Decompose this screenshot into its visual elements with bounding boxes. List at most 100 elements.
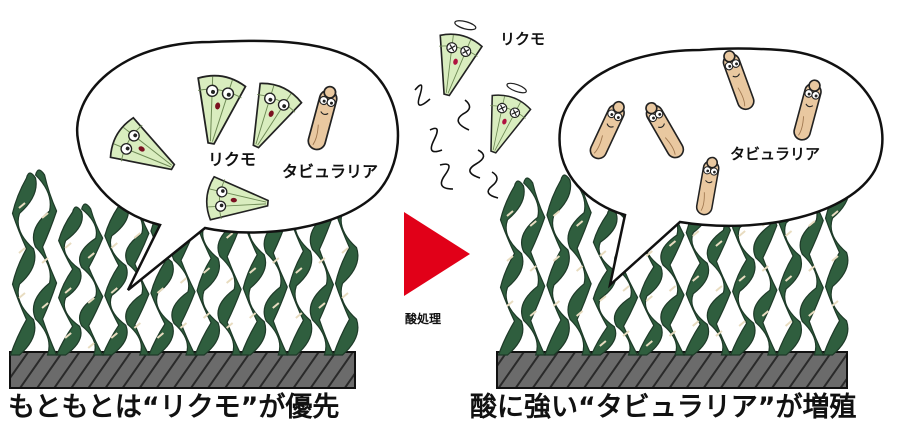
diatom-speck	[784, 230, 793, 237]
diatom-speck	[133, 232, 141, 239]
seaweed-blade	[567, 171, 593, 356]
substrate-left	[9, 351, 356, 389]
diatom-speck	[692, 275, 700, 282]
diatom-speck	[761, 265, 769, 272]
substrate-right	[496, 351, 848, 389]
seaweed-blade	[55, 206, 83, 356]
diatom-speck	[599, 295, 607, 302]
diatom-speck	[202, 267, 211, 274]
diatom-speck	[226, 322, 234, 329]
rikumo-organism	[439, 20, 484, 97]
diatom-speck	[506, 210, 514, 217]
rikumo-label-left: リクモ	[208, 150, 257, 169]
diatom-speck	[110, 242, 118, 249]
rikumo-organism	[109, 116, 176, 171]
squiggle-lines	[414, 84, 499, 199]
diatom-speck	[249, 312, 257, 319]
diatom-speck	[715, 285, 723, 292]
diatom-speck	[692, 230, 700, 237]
diatom-speck	[41, 257, 49, 264]
diatom-speck	[295, 267, 303, 274]
diatom-speck	[18, 247, 26, 254]
tabularia-label-right: タビュラリア	[730, 145, 821, 163]
rikumo-label-mid: リクモ	[500, 30, 546, 48]
halo-icon	[506, 82, 527, 94]
diatom-speck	[668, 330, 677, 337]
diatom-speck	[576, 265, 584, 272]
diatom-speck	[110, 287, 118, 294]
process-arrow	[404, 212, 470, 296]
diatom-speck	[341, 247, 349, 254]
diatom-speck	[87, 297, 95, 304]
diatom-speck	[18, 292, 26, 299]
diatom-speck	[529, 220, 537, 227]
seaweed-blade	[544, 174, 572, 356]
diatom-speck	[552, 300, 561, 307]
diatom-speck	[87, 252, 95, 259]
diatom-speck	[738, 275, 746, 282]
diatom-speck	[599, 340, 607, 347]
diatom-speck	[506, 255, 514, 262]
diatom-speck	[808, 265, 816, 272]
diatom-speck	[552, 210, 561, 217]
diatom-speck	[668, 240, 677, 247]
diatom-speck	[738, 320, 746, 327]
diatom-speck	[18, 202, 26, 209]
diatom-speck	[249, 267, 257, 274]
caption-right: 酸に強い“タビュラリア”が増殖	[470, 392, 857, 423]
diatom-speck	[622, 285, 630, 292]
diatom-speck	[179, 277, 188, 284]
diatom-speck	[645, 340, 653, 347]
acid-treatment-label: 酸処理	[405, 312, 442, 326]
diatom-speck	[529, 265, 537, 272]
tabularia-organism	[589, 100, 625, 160]
diatom-speck	[808, 220, 816, 227]
diatom-speck	[110, 332, 118, 339]
rikumo-organism	[197, 74, 247, 145]
tabularia-organism	[307, 85, 338, 151]
organisms-layer	[109, 20, 822, 221]
seaweed-blade	[101, 200, 130, 356]
caption-left: もともとは“リクモ”が優先	[8, 392, 340, 423]
diatom-speck	[506, 300, 514, 307]
diatom-speck	[156, 332, 165, 339]
seaweed-blade	[497, 180, 525, 356]
diatom-speck	[761, 310, 769, 317]
halo-icon	[454, 20, 477, 31]
seaweed-blade	[78, 203, 104, 356]
seaweed-blade	[520, 177, 546, 356]
diatom-speck	[784, 275, 793, 282]
diatom-speck	[341, 292, 349, 299]
diatom-speck	[87, 342, 95, 349]
rikumo-organism	[252, 82, 303, 149]
diatom-speck	[133, 322, 141, 329]
diatom-speck	[552, 255, 561, 262]
diatom-speck	[318, 257, 326, 264]
diatom-speck	[808, 310, 816, 317]
diatom-speck	[64, 287, 72, 294]
diatom-speck	[41, 212, 49, 219]
rikumo-organism	[490, 82, 532, 154]
diatom-speck	[272, 302, 280, 309]
diatom-speck	[576, 310, 584, 317]
diatom-speck	[64, 242, 72, 249]
diatom-speck	[599, 250, 607, 257]
diatom-speck	[645, 250, 653, 257]
diatom-speck	[226, 277, 234, 284]
diatom-speck	[622, 330, 630, 337]
tabularia-organism	[645, 101, 685, 159]
diatom-speck	[295, 312, 303, 319]
rikumo-organism	[205, 175, 269, 221]
diatom-speck	[784, 320, 793, 327]
diatom-speck	[202, 312, 211, 319]
diatom-speck	[156, 287, 165, 294]
tabularia-organism	[722, 50, 755, 111]
diatom-speck	[831, 300, 839, 307]
diatom-speck	[226, 232, 234, 239]
diatom-speck	[64, 332, 72, 339]
seaweed-blade	[9, 172, 37, 356]
diatom-speck	[715, 240, 723, 247]
tabularia-organism	[695, 156, 720, 216]
diatom-speck	[831, 255, 839, 262]
